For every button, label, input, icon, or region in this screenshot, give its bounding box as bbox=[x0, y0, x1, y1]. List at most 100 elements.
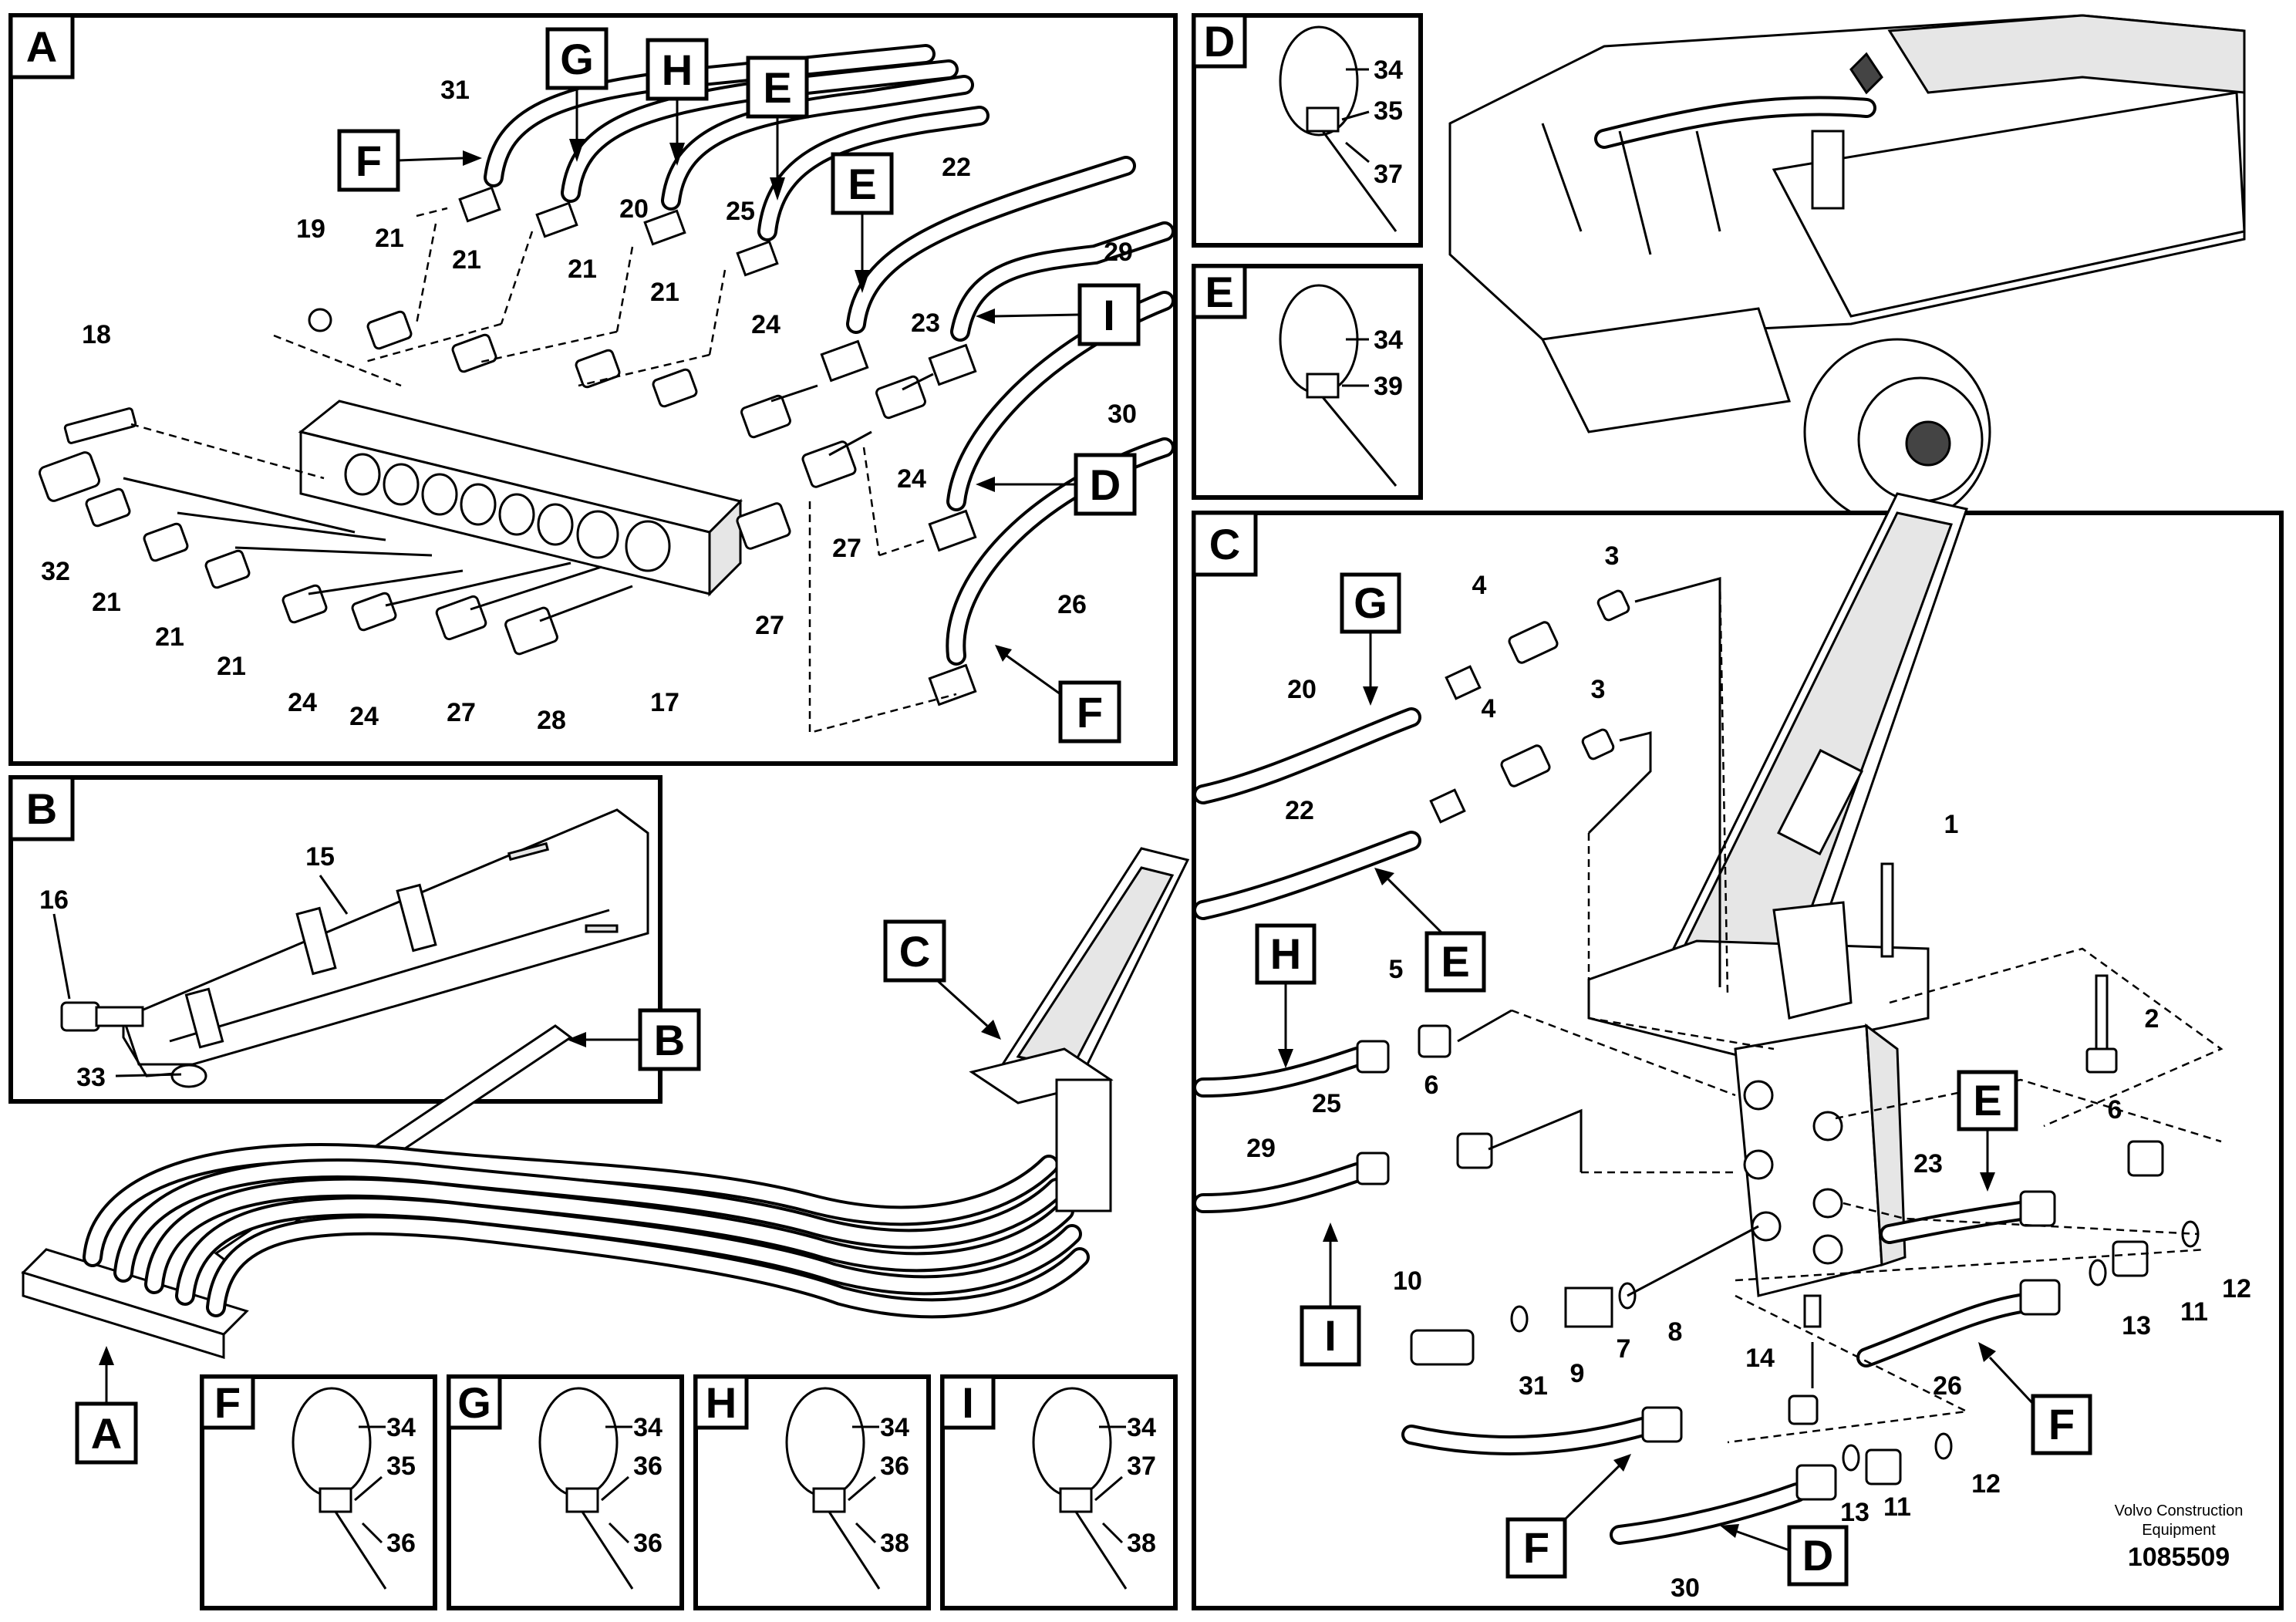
panel-h-label: H bbox=[706, 1378, 737, 1427]
part-number: 12 bbox=[2222, 1274, 2251, 1303]
part-number: 19 bbox=[296, 214, 325, 244]
panel-i-label: I bbox=[962, 1378, 974, 1427]
part-number: 21 bbox=[155, 622, 184, 652]
part-number: 38 bbox=[880, 1529, 909, 1558]
overview-assembly: C B A bbox=[21, 847, 1190, 1465]
part-number: 36 bbox=[633, 1452, 663, 1481]
c-callout-d: D bbox=[1802, 1531, 1833, 1580]
part-number: 14 bbox=[1745, 1344, 1775, 1373]
part-number: 27 bbox=[447, 698, 476, 727]
part-number: 25 bbox=[1312, 1089, 1341, 1118]
part-number: 35 bbox=[1374, 96, 1403, 126]
part-number: 36 bbox=[386, 1529, 416, 1558]
part-number: 27 bbox=[755, 611, 784, 640]
callout-f2: F bbox=[1077, 688, 1103, 737]
part-numbers-a: 31 20 25 22 19 21 21 21 21 23 29 18 24 3… bbox=[41, 76, 1137, 735]
part-number: 39 bbox=[1374, 372, 1403, 401]
overview-callout-b: B bbox=[654, 1016, 685, 1064]
part-number: 12 bbox=[1971, 1469, 2001, 1499]
panel-b-label: B bbox=[26, 784, 57, 833]
fittings-c bbox=[1356, 589, 2200, 1501]
part-number: 37 bbox=[1127, 1452, 1156, 1481]
callout-f: F bbox=[356, 137, 382, 185]
part-number: 10 bbox=[1393, 1266, 1422, 1296]
part-numbers-c: 3 4 20 3 4 22 1 5 2 25 6 29 6 23 12 10 9… bbox=[1246, 541, 2251, 1603]
part-number: 34 bbox=[1374, 325, 1403, 355]
c-callout-h: H bbox=[1270, 929, 1301, 978]
part-number: 38 bbox=[1127, 1529, 1156, 1558]
part-number: 13 bbox=[1840, 1498, 1870, 1527]
panel-a-label: A bbox=[26, 22, 57, 71]
part-number: 15 bbox=[305, 842, 335, 872]
part-number: 32 bbox=[41, 557, 70, 586]
part-number: 29 bbox=[1104, 238, 1133, 267]
part-number: 9 bbox=[1570, 1359, 1585, 1388]
part-number: 22 bbox=[942, 153, 971, 182]
part-number: 21 bbox=[217, 652, 246, 681]
part-number: 37 bbox=[1374, 160, 1403, 189]
panel-d: D 34 35 37 bbox=[1192, 13, 1423, 248]
part-number: 3 bbox=[1591, 675, 1606, 704]
brand-line-1: Volvo Construction bbox=[2115, 1502, 2244, 1519]
part-number: 26 bbox=[1933, 1371, 1962, 1401]
overview-callout-a: A bbox=[91, 1409, 122, 1458]
callout-i: I bbox=[1103, 291, 1115, 339]
part-number: 16 bbox=[39, 885, 69, 915]
part-number: 1 bbox=[1944, 810, 1959, 839]
part-number: 36 bbox=[880, 1452, 909, 1481]
part-number: 22 bbox=[1285, 796, 1314, 825]
part-number: 34 bbox=[1374, 56, 1403, 85]
part-number: 24 bbox=[288, 688, 317, 717]
c-callout-f2: F bbox=[1523, 1523, 1549, 1572]
part-number: 35 bbox=[386, 1452, 416, 1481]
panel-a: A bbox=[8, 13, 1178, 766]
part-number: 34 bbox=[880, 1413, 909, 1442]
callout-e2: E bbox=[848, 160, 876, 208]
part-number: 30 bbox=[1108, 400, 1137, 429]
manifold-ports bbox=[344, 453, 671, 572]
part-number: 33 bbox=[76, 1063, 106, 1092]
machine-overview-illustration bbox=[1448, 14, 2246, 526]
part-number: 8 bbox=[1668, 1317, 1683, 1347]
part-number: 34 bbox=[1127, 1413, 1156, 1442]
panel-g-label: G bbox=[457, 1378, 491, 1427]
panel-h: H 34 36 38 bbox=[693, 1374, 931, 1610]
fittings-a bbox=[38, 308, 926, 656]
part-number: 18 bbox=[82, 320, 111, 349]
part-number: 21 bbox=[568, 255, 597, 284]
part-number: 13 bbox=[2122, 1311, 2151, 1340]
part-number: 11 bbox=[1883, 1492, 1911, 1522]
part-number: 21 bbox=[650, 278, 679, 307]
callout-h: H bbox=[662, 46, 693, 94]
part-number: 21 bbox=[452, 245, 481, 275]
callout-d: D bbox=[1090, 460, 1121, 509]
part-number: 23 bbox=[911, 309, 940, 338]
part-number: 7 bbox=[1617, 1334, 1631, 1364]
panel-b: B 15 16 33 bbox=[8, 775, 663, 1104]
callout-e1: E bbox=[763, 63, 791, 112]
part-number: 3 bbox=[1605, 541, 1620, 571]
brand-line-2: Equipment bbox=[2142, 1522, 2216, 1539]
part-number: 5 bbox=[1389, 955, 1404, 984]
c-callout-e2: E bbox=[1973, 1076, 2001, 1125]
panel-f-label: F bbox=[214, 1378, 241, 1427]
part-number: 20 bbox=[619, 194, 649, 224]
part-number: 34 bbox=[386, 1413, 416, 1442]
part-number: 24 bbox=[349, 702, 379, 731]
c-callout-e1: E bbox=[1441, 937, 1469, 986]
part-number: 4 bbox=[1472, 571, 1487, 600]
part-number: 17 bbox=[650, 688, 679, 717]
panel-c: C bbox=[1192, 492, 2284, 1610]
part-number: 31 bbox=[440, 76, 470, 105]
panel-e: E 34 39 bbox=[1192, 264, 1423, 500]
document-number: 1085509 bbox=[2128, 1543, 2230, 1572]
part-number: 21 bbox=[92, 588, 121, 617]
part-number: 6 bbox=[2108, 1095, 2122, 1125]
part-number: 11 bbox=[2180, 1297, 2208, 1327]
part-number: 27 bbox=[832, 534, 861, 563]
panel-g: G 34 36 36 bbox=[447, 1374, 684, 1610]
part-number: 31 bbox=[1519, 1371, 1548, 1401]
panel-i: I 34 37 38 bbox=[940, 1374, 1178, 1610]
c-callout-g: G bbox=[1354, 578, 1387, 627]
